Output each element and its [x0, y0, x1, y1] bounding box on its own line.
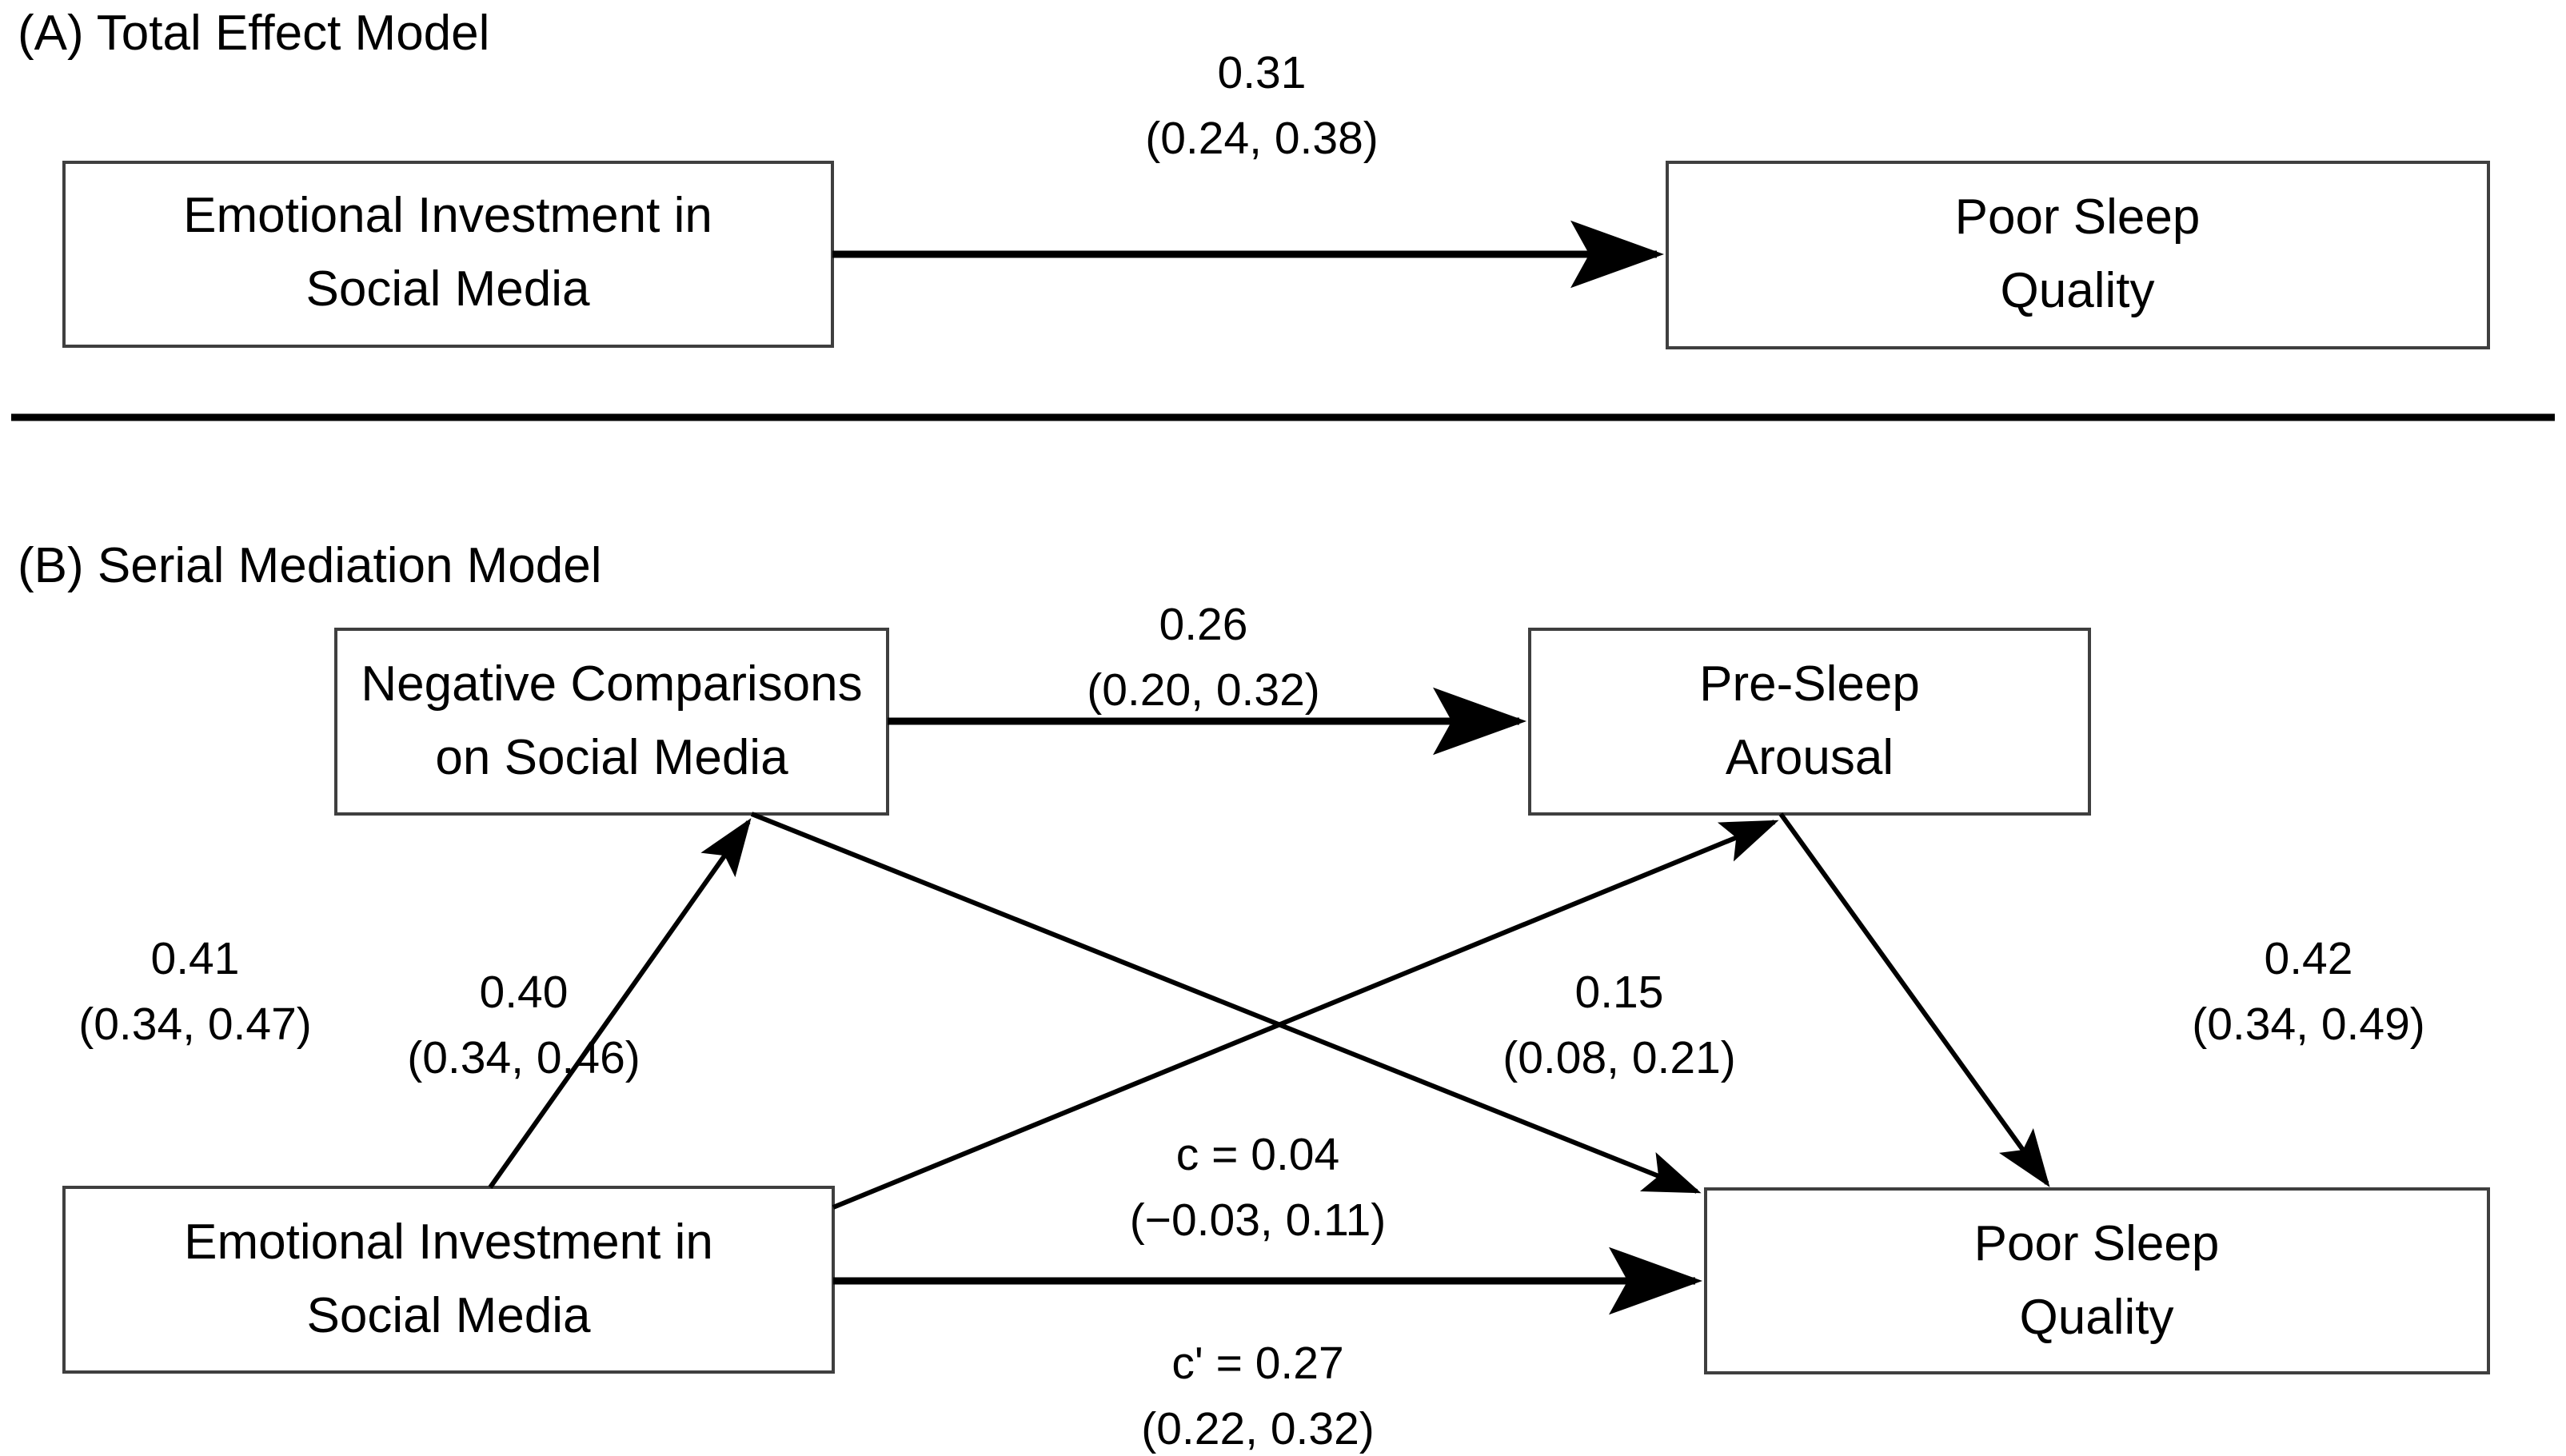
path-label-m2y-ci: (0.34, 0.49): [2192, 999, 2425, 1050]
panel-b-title: (B) Serial Mediation Model: [18, 538, 602, 593]
path-label-cprime-ci: (0.22, 0.32): [1141, 1403, 1375, 1454]
node-label-line-1: Emotional Investment in: [184, 1215, 713, 1270]
node-label-line-1: Poor Sleep: [1974, 1216, 2220, 1271]
node-poor-sleep-quality-a: Poor Sleep Quality: [1666, 161, 2490, 349]
node-label-line-2: Social Media: [306, 261, 590, 317]
path-label-total-ci: (0.24, 0.38): [1145, 113, 1379, 164]
node-label-line-1: Pre-Sleep: [1699, 656, 1920, 712]
arrow-x-to-m2: [832, 820, 1779, 1210]
node-label-line-1: Negative Comparisons: [361, 656, 862, 712]
path-label-m1y-ci: (0.08, 0.21): [1502, 1032, 1736, 1083]
node-label-line-2: Social Media: [307, 1288, 591, 1343]
path-label-c-estimate: c = 0.04: [1176, 1129, 1339, 1180]
node-label-line-1: Poor Sleep: [1955, 189, 2201, 245]
node-emotional-investment-a: Emotional Investment in Social Media: [62, 161, 834, 348]
node-box-rect: [1528, 628, 2091, 816]
arrow-m2-to-y: [1778, 812, 2050, 1187]
path-label-c-ci: (−0.03, 0.11): [1130, 1195, 1387, 1246]
node-label-line-2: Quality: [2020, 1290, 2174, 1345]
node-box-rect: [1666, 161, 2490, 349]
path-label-xm1-estimate: 0.41: [151, 933, 240, 984]
path-label-m2y-estimate: 0.42: [2265, 933, 2353, 984]
node-negative-comparisons: Negative Comparisons on Social Media: [334, 628, 889, 816]
node-box-rect: [62, 161, 834, 348]
panel-a-title: (A) Total Effect Model: [18, 6, 489, 61]
path-label-xm1-ci: (0.34, 0.47): [78, 999, 312, 1050]
path-label-cprime-estimate: c' = 0.27: [1171, 1338, 1343, 1389]
node-box-rect: [334, 628, 889, 816]
node-label-line-2: on Social Media: [435, 730, 788, 785]
node-poor-sleep-quality-b: Poor Sleep Quality: [1704, 1187, 2490, 1374]
arrow-x-to-m1: [488, 818, 752, 1189]
path-label-xm2-ci: (0.34, 0.46): [407, 1032, 641, 1083]
path-label-m1m2-ci: (0.20, 0.32): [1087, 664, 1320, 716]
path-label-m1y-estimate: 0.15: [1575, 967, 1664, 1018]
path-label-m1m2-estimate: 0.26: [1159, 599, 1248, 650]
path-label-xm2-estimate: 0.40: [480, 967, 569, 1018]
node-box-rect: [1704, 1187, 2490, 1374]
arrow-m1-to-y: [750, 812, 1702, 1194]
node-emotional-investment-b: Emotional Investment in Social Media: [62, 1186, 835, 1374]
node-label-line-2: Quality: [2001, 263, 2155, 318]
path-label-total-estimate: 0.31: [1218, 47, 1307, 98]
node-pre-sleep-arousal: Pre-Sleep Arousal: [1528, 628, 2091, 816]
node-label-line-1: Emotional Investment in: [183, 188, 712, 243]
node-label-line-2: Arousal: [1726, 730, 1894, 785]
